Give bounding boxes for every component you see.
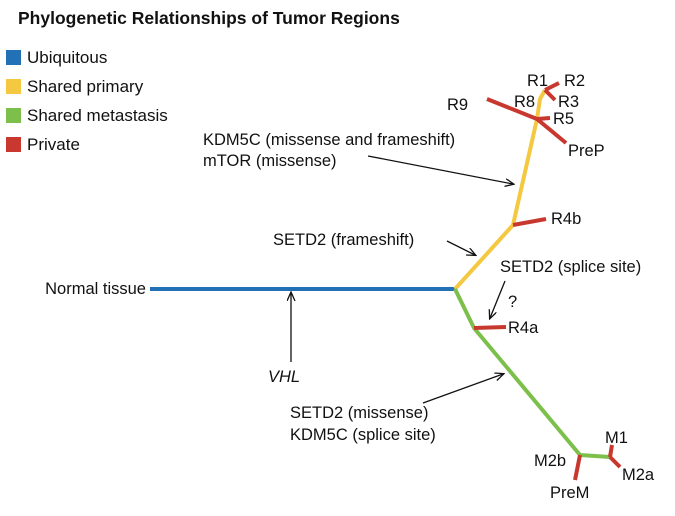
branch-private-r2 xyxy=(544,81,560,92)
mutation-type: (missense and frameshift) xyxy=(261,131,455,149)
arrow-to-metastasis-branch xyxy=(422,374,503,404)
label-r1: R1 xyxy=(527,72,548,90)
annotation-setd2-splice-site: SETD2 (splice site) xyxy=(500,258,641,276)
label-m2b: M2b xyxy=(534,452,566,470)
arrow-to-setd2-splice-branch xyxy=(490,280,506,318)
legend-item-private: Private xyxy=(6,130,168,159)
annotation-kdm5c-splice-site: KDM5C (splice site) xyxy=(290,426,436,444)
arrow-to-setd2-frameshift-branch xyxy=(446,240,475,255)
branch-private-m1 xyxy=(608,444,614,458)
legend-label-shared-metastasis: Shared metastasis xyxy=(27,105,168,125)
branch-private-r4b xyxy=(512,217,547,227)
annotation-vhl: VHL xyxy=(268,368,300,386)
label-r4b: R4b xyxy=(551,210,581,228)
mutation-type: (frameshift) xyxy=(326,231,414,249)
annotation-setd2-frameshift: SETD2 (frameshift) xyxy=(273,231,414,249)
arrow-to-kdm5c-branch xyxy=(367,155,513,184)
label-r3: R3 xyxy=(558,93,579,111)
label-r8: R8 xyxy=(514,93,535,111)
branch-private-m2a xyxy=(608,455,622,469)
label-r5: R5 xyxy=(553,110,574,128)
legend-swatch-shared-metastasis xyxy=(6,108,21,123)
branch-private-r4a xyxy=(473,325,507,330)
gene-setd2: SETD2 xyxy=(273,231,326,249)
label-prep: PreP xyxy=(568,142,605,160)
legend-item-shared-primary: Shared primary xyxy=(6,72,168,101)
gene-kdm5c: KDM5C xyxy=(203,131,261,149)
branch-private-r3 xyxy=(543,88,557,102)
legend-swatch-ubiquitous xyxy=(6,50,21,65)
figure-title: Phylogenetic Relationships of Tumor Regi… xyxy=(18,8,400,28)
mutation-type: (missense) xyxy=(251,152,336,170)
annotation-kdm5c-missense-frameshift: KDM5C (missense and frameshift) xyxy=(203,131,455,149)
legend-item-shared-metastasis: Shared metastasis xyxy=(6,101,168,130)
legend-label-private: Private xyxy=(27,134,80,154)
annotation-question-mark: ? xyxy=(508,293,517,311)
branch-private-prep xyxy=(535,117,568,145)
label-r4a: R4a xyxy=(508,319,539,337)
branch-private-r9 xyxy=(486,97,538,121)
mutation-type: (splice site) xyxy=(553,258,641,276)
legend-swatch-shared-primary xyxy=(6,79,21,94)
label-prem: PreM xyxy=(550,484,589,502)
annotation-setd2-missense: SETD2 (missense) xyxy=(290,404,428,422)
legend-label-shared-primary: Shared primary xyxy=(27,76,144,96)
label-m1: M1 xyxy=(605,429,628,447)
legend-item-ubiquitous: Ubiquitous xyxy=(6,43,168,72)
legend-label-ubiquitous: Ubiquitous xyxy=(27,47,108,67)
label-r2: R2 xyxy=(564,72,585,90)
legend-swatch-private xyxy=(6,137,21,152)
branch-private-prem xyxy=(573,454,582,481)
mutation-type: (splice site) xyxy=(348,426,436,444)
gene-setd2: SETD2 xyxy=(500,258,553,276)
mutation-type: (missense) xyxy=(343,404,428,422)
branch-shared-metastasis xyxy=(453,288,611,459)
gene-kdm5c: KDM5C xyxy=(290,426,348,444)
label-r9: R9 xyxy=(447,96,468,114)
legend: Ubiquitous Shared primary Shared metasta… xyxy=(6,43,168,159)
gene-setd2: SETD2 xyxy=(290,404,343,422)
label-normal-tissue: Normal tissue xyxy=(45,280,146,298)
gene-mtor: mTOR xyxy=(203,152,251,170)
annotation-mtor-missense: mTOR (missense) xyxy=(203,152,337,170)
label-m2a: M2a xyxy=(622,466,655,484)
